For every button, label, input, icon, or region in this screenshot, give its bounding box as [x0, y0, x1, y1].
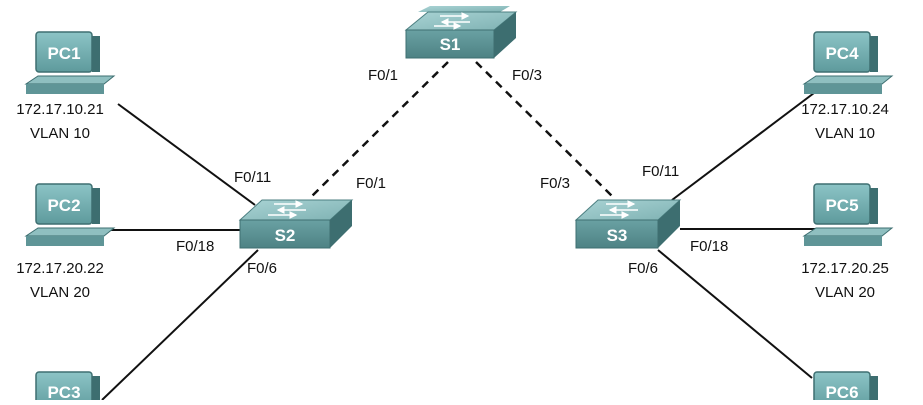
pc6-monitor-side	[870, 376, 878, 400]
switch-s2-side	[330, 200, 352, 248]
switch-icon	[600, 200, 638, 219]
pc4-monitor-side	[870, 36, 878, 72]
port-s3-pc4: F0/11	[642, 163, 679, 180]
pc2-ip: 172.17.20.22	[16, 260, 104, 277]
pc5-base	[802, 227, 894, 237]
pc1-base-front	[26, 84, 104, 94]
pc2-base	[24, 227, 116, 237]
pc5-label: PC5	[825, 196, 858, 215]
pc1-monitor-side	[92, 36, 100, 72]
pc4-base-front	[804, 84, 882, 94]
switch-s1-top	[418, 6, 510, 12]
port-s3-pc6: F0/6	[628, 260, 658, 277]
switch-icon	[434, 12, 470, 30]
pc-pc5[interactable]: PC5	[802, 183, 894, 246]
port-s2-pc2: F0/18	[176, 238, 214, 255]
port-s3-to-s1: F0/3	[540, 175, 570, 192]
pc2-monitor-side	[92, 188, 100, 224]
pc1-label: PC1	[47, 44, 80, 63]
port-s2-to-s1: F0/1	[356, 175, 386, 192]
pc2-base-front	[26, 236, 104, 246]
pc1-ip: 172.17.10.21	[16, 101, 104, 118]
switch-s1-label: S1	[440, 35, 461, 54]
pc-pc2[interactable]: PC2	[24, 183, 116, 246]
pc1-base	[24, 75, 116, 85]
link-s2-pc1	[117, 103, 256, 206]
link-s2-pc3	[101, 249, 259, 401]
switch-s3-front	[575, 219, 659, 249]
link-s3-pc6	[657, 249, 813, 379]
port-s3-pc5: F0/18	[690, 238, 728, 255]
pc4-label: PC4	[825, 44, 859, 63]
port-s1-to-s3: F0/3	[512, 67, 542, 84]
pc5-vlan: VLAN 20	[815, 284, 875, 301]
link-s3-pc4	[671, 89, 819, 201]
pc3-monitor-side	[92, 376, 100, 400]
pc5-base-front	[804, 236, 882, 246]
link-s1-s2-trunk	[311, 61, 449, 197]
links-layer	[101, 61, 819, 401]
pc-pc6[interactable]: PC6	[813, 371, 878, 405]
pc6-label: PC6	[825, 383, 858, 400]
pc5-monitor-side	[870, 188, 878, 224]
pc4-vlan: VLAN 10	[815, 125, 875, 142]
switch-s1-front	[405, 29, 495, 59]
switch-s1[interactable]: S1	[404, 6, 518, 59]
pc3-label: PC3	[47, 383, 80, 400]
pc1-vlan: VLAN 10	[30, 125, 90, 142]
pc-pc1[interactable]: PC1	[24, 31, 116, 94]
port-s2-pc3: F0/6	[247, 260, 277, 277]
port-s2-pc1: F0/11	[234, 169, 271, 186]
pc5-ip: 172.17.20.25	[801, 260, 889, 277]
pc-pc3[interactable]: PC3	[35, 371, 100, 405]
pc4-base	[802, 75, 894, 85]
switch-s3[interactable]: S3	[574, 199, 682, 249]
pc-address-labels: 172.17.10.21 VLAN 10 172.17.20.22 VLAN 2…	[16, 101, 889, 301]
link-s1-s3-trunk	[475, 61, 613, 197]
port-s1-to-s2: F0/1	[368, 67, 398, 84]
switch-icon	[268, 200, 306, 219]
switch-s2-label: S2	[275, 226, 296, 245]
switch-s3-side	[658, 200, 680, 248]
pc4-ip: 172.17.10.24	[801, 101, 889, 118]
port-labels: F0/1 F0/1 F0/3 F0/3 F0/11 F0/18 F0/6 F0/…	[176, 67, 728, 277]
switch-s2-front	[239, 219, 331, 249]
switch-s1-side	[494, 12, 516, 58]
pc2-vlan: VLAN 20	[30, 284, 90, 301]
switch-s2[interactable]: S2	[238, 199, 354, 249]
pc-pc4[interactable]: PC4	[802, 31, 894, 94]
switch-s3-label: S3	[607, 226, 628, 245]
pc2-label: PC2	[47, 196, 80, 215]
